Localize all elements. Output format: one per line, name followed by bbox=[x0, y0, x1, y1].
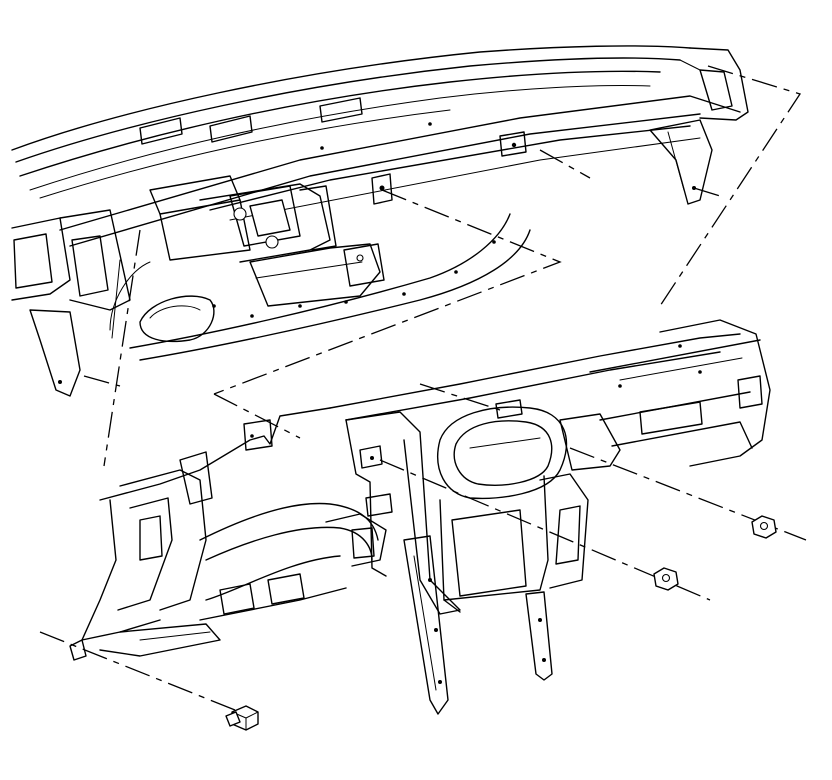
nut-center bbox=[653, 567, 679, 591]
nut-right bbox=[751, 515, 777, 539]
cowl-crossbar-structure bbox=[11, 45, 749, 397]
alignment-lines bbox=[39, 65, 807, 713]
bolt-lower-left bbox=[225, 705, 259, 731]
instrument-panel-carrier bbox=[69, 319, 771, 715]
